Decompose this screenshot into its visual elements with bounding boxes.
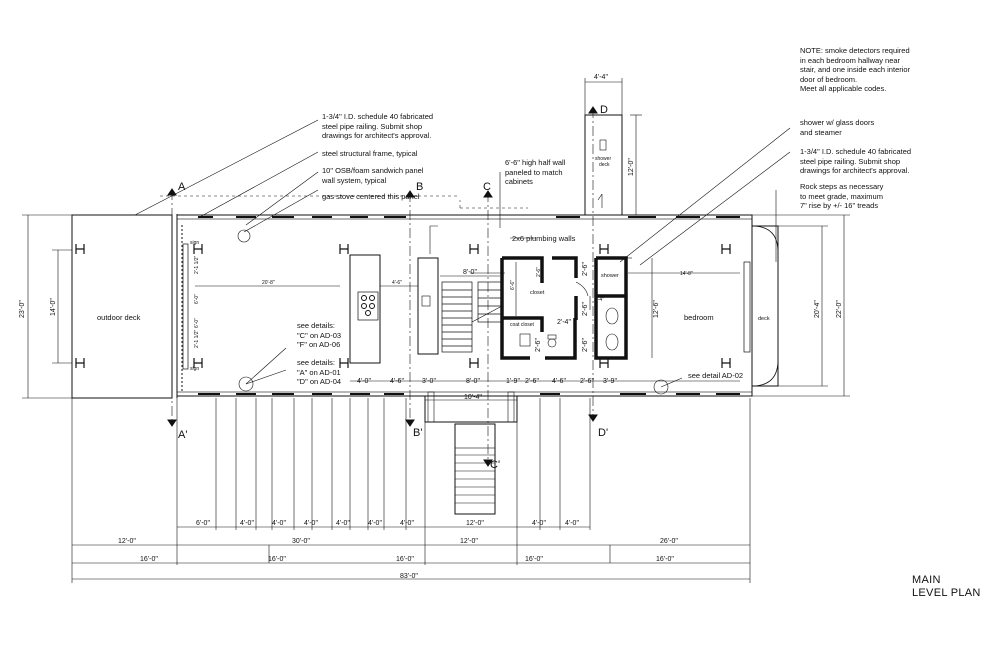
- stairs: [441, 281, 503, 353]
- dim-row1-8: 3'-9": [603, 378, 617, 385]
- dim-coat-w: 2'-4": [557, 319, 571, 326]
- dim-row1-4: 1'-9": [506, 378, 520, 385]
- closet-label: closet: [530, 290, 545, 296]
- drawing-title-line1: MAIN: [912, 574, 941, 586]
- dim-row4-0: 16'-0": [140, 556, 158, 563]
- dim-bedroom-width: 14'-8": [680, 271, 693, 277]
- dim-closet-w: 2'-6": [536, 267, 542, 277]
- dim-sign2: sign: [190, 366, 199, 372]
- note-details-cf: see details: "C" on AD-03 "F" on AD-06: [297, 321, 342, 349]
- shower-deck-label: shower deck: [595, 156, 613, 168]
- dim-row3-3: 26'-0": [660, 538, 678, 545]
- note-rock-steps: Rock steps as necessary to meet grade, m…: [800, 182, 884, 210]
- dim-overall-length: 83'-0": [400, 573, 418, 580]
- dim-row2-1: 4'-0": [240, 520, 254, 527]
- dim-row3-1: 30'-0": [292, 538, 310, 545]
- bedroom-deck: [751, 225, 779, 387]
- dim-row1-5: 2'-6": [525, 378, 539, 385]
- section-d: D: [600, 104, 608, 116]
- deck-label: deck: [758, 316, 770, 322]
- outdoor-deck-outline: [71, 214, 173, 399]
- dim-island-run: 20'-8": [262, 280, 275, 286]
- dim-rail3: 6'-0": [194, 318, 200, 328]
- drawing-title: MAIN LEVEL PLAN: [912, 574, 981, 600]
- dim-bedroom-depth: 12'-6": [653, 300, 660, 318]
- note-steel-frame: steel structural frame, typical: [322, 149, 418, 158]
- dim-row2-8: 4'-0": [532, 520, 546, 527]
- shower-deck-line-2: deck: [599, 162, 610, 168]
- note-gas-stove: gas stove centered this panel: [322, 192, 420, 201]
- section-b-prime: B': [413, 427, 422, 439]
- dim-entry-width: 10'-4": [464, 394, 482, 401]
- note-details-ad: see details: "A" on AD-01 "D" on AD-04: [297, 358, 342, 386]
- dim-row1-1: 4'-6": [390, 378, 404, 385]
- shower-deck: [584, 114, 623, 216]
- dim-closet-depth: 6'-6": [510, 280, 516, 290]
- dim-row2-7: 12'-0": [466, 520, 484, 527]
- dim-shower-deck-width: 4'-4": [594, 74, 608, 81]
- dim-rail2: 2'-1 1/2": [194, 255, 200, 274]
- dim-row3-2: 12'-0": [460, 538, 478, 545]
- dim-row1-6: 4'-6": [552, 378, 566, 385]
- note-railing-right: 1-3/4" I.D. schedule 40 fabricated steel…: [800, 147, 912, 175]
- dim-row4-2: 16'-0": [396, 556, 414, 563]
- section-a-prime: A': [178, 429, 187, 441]
- section-d-prime: D': [598, 427, 608, 439]
- note-smoke-detectors: NOTE: smoke detectors required in each b…: [800, 46, 911, 93]
- outdoor-deck-label: outdoor deck: [97, 313, 141, 322]
- dim-row1-0: 4'-0": [357, 378, 371, 385]
- dim-row1-2: 3'-0": [422, 378, 436, 385]
- dim-row2-6: 4'-0": [400, 520, 414, 527]
- section-a: A: [178, 181, 186, 193]
- note-osb-panel: 10" OSB/foam sandwich panel wall system,…: [322, 166, 424, 185]
- dim-overall-height: 23'-0": [19, 300, 26, 318]
- dim-row2-0: 6'-0": [196, 520, 210, 527]
- dim-row4-1: 16'-0": [268, 556, 286, 563]
- dim-row2-4: 4'-0": [336, 520, 350, 527]
- dim-bath-w2: 2'-6": [582, 302, 589, 316]
- dim-rail1: 6'-0": [194, 294, 200, 304]
- dim-right-height2: 22'-0": [836, 300, 843, 318]
- section-c-prime: C': [490, 459, 500, 471]
- dim-stair-width: 8'-0": [463, 269, 477, 276]
- dim-wc-w: 2'-6": [535, 338, 542, 352]
- kitchen-island: [349, 254, 381, 364]
- dim-bath-w1: 2'-6": [582, 262, 589, 276]
- note-plumbing-walls: 2x6 plumbing walls: [512, 234, 576, 243]
- dim-row1-7: 2'-6": [580, 378, 594, 385]
- dim-wc-depth: 2'-6": [582, 338, 589, 352]
- note-half-wall: 6'-6" high half wall paneled to match ca…: [505, 158, 566, 186]
- dim-sign1: sign: [190, 240, 199, 246]
- bedroom-label: bedroom: [684, 313, 714, 322]
- section-b: B: [416, 181, 423, 193]
- dim-row2-9: 4'-0": [565, 520, 579, 527]
- dim-row2-3: 4'-0": [304, 520, 318, 527]
- note-detail-ad02: see detail AD-02: [688, 371, 744, 380]
- shower-deck-line: shower: [595, 156, 611, 162]
- dim-row1-3: 8'-0": [466, 378, 480, 385]
- drawing-title-line2: LEVEL PLAN: [912, 587, 981, 599]
- dim-rail4: 2'-1 1/2": [194, 329, 200, 348]
- dim-right-height1: 20'-4": [814, 300, 821, 318]
- shower-label: shower: [601, 273, 619, 279]
- dim-shower-deck-depth: 12'-0": [628, 158, 635, 176]
- entry-porch: [424, 395, 518, 423]
- dim-row4-4: 16'-0": [656, 556, 674, 563]
- dim-island-gap: 4'-6": [392, 280, 402, 286]
- note-shower-doors: shower w/ glass doors and steamer: [800, 118, 875, 137]
- note-railing-left: 1-3/4" I.D. schedule 40 fabricated steel…: [322, 112, 434, 140]
- half-wall-cabinets: [417, 257, 439, 355]
- section-c: C: [483, 181, 491, 193]
- dim-row4-3: 16'-0": [525, 556, 543, 563]
- dim-wc-small: 1'-4": [594, 297, 604, 303]
- dim-row2-5: 4'-0": [368, 520, 382, 527]
- dim-row3-0: 12'-0": [118, 538, 136, 545]
- entry-steps: [454, 423, 496, 515]
- dim-deck-height: 14'-0": [50, 298, 57, 316]
- coat-closet-label: coat closet: [510, 322, 535, 328]
- dim-row2-2: 4'-0": [272, 520, 286, 527]
